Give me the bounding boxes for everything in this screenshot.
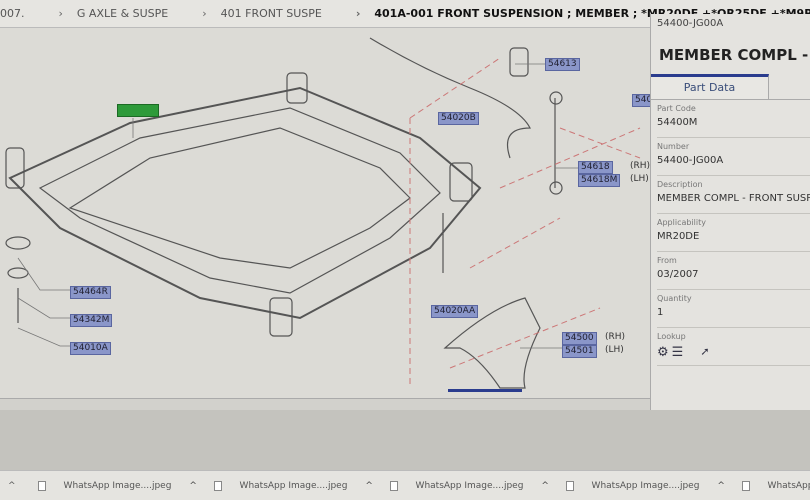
chevron-up-icon[interactable]: ^ (717, 480, 725, 491)
file-icon (565, 480, 574, 491)
part-label[interactable]: 54501 (562, 345, 597, 358)
part-number-header: 54400-JG00A (657, 18, 724, 29)
part-label[interactable]: 540 (632, 94, 650, 107)
parts-diagram[interactable]: 54400M 54464R 54342M 54010A 54020B 54613… (0, 28, 650, 400)
side-rh: (RH) (630, 161, 650, 171)
part-label-selected[interactable]: 54400M (117, 104, 160, 117)
add-note-icon[interactable]: ☰ (671, 345, 684, 360)
chevron-right-icon: › (355, 7, 361, 20)
scrollbar-thumb[interactable] (448, 389, 522, 392)
chevron-up-icon[interactable]: ^ (541, 480, 549, 491)
breadcrumb-item[interactable]: 007. (0, 7, 25, 20)
download-item[interactable]: WhatsApp Image....jpeg^ (32, 480, 208, 491)
chevron-up-icon[interactable]: ^ (365, 480, 373, 491)
download-item[interactable]: WhatsApp Image....jpeg (736, 480, 810, 491)
breadcrumb-item[interactable]: ›401 FRONT SUSPE (202, 7, 322, 20)
wrench-search-icon[interactable]: ⚙ (657, 345, 669, 360)
download-item[interactable]: WhatsApp Image....jpeg^ (208, 480, 384, 491)
side-lh: (LH) (605, 345, 624, 355)
side-lh: (LH) (630, 174, 649, 184)
part-detail-panel: 54400-JG00A MEMBER COMPL - FRONT SUSPENS… (650, 14, 810, 410)
empty-area (0, 410, 810, 470)
part-label[interactable]: 54500 (562, 332, 597, 345)
side-rh: (RH) (605, 332, 626, 342)
file-icon (213, 480, 222, 491)
part-label[interactable]: 54618M (578, 174, 621, 187)
file-icon (37, 480, 46, 491)
chevron-up-icon[interactable]: ^ (8, 480, 16, 491)
file-icon (741, 480, 750, 491)
tab-part-data[interactable]: Part Data (651, 74, 769, 99)
suspension-drawing (5, 37, 641, 389)
mouse-cursor-icon: ➚ (700, 345, 710, 358)
part-label[interactable]: 54020AA (431, 305, 479, 318)
downloads-bar: ^ WhatsApp Image....jpeg^ WhatsApp Image… (0, 470, 810, 500)
horizontal-scrollbar[interactable] (0, 398, 650, 410)
chevron-right-icon: › (58, 7, 63, 20)
part-label[interactable]: 54342M (70, 314, 113, 327)
download-item[interactable]: WhatsApp Image....jpeg^ (384, 480, 560, 491)
part-label[interactable]: 54464R (70, 286, 111, 299)
part-label[interactable]: 54618 (578, 161, 613, 174)
part-label[interactable]: 54020B (438, 112, 479, 125)
part-title: MEMBER COMPL - FRONT SUSPENSION (659, 46, 810, 64)
chevron-right-icon: › (202, 7, 207, 20)
breadcrumb-item[interactable]: ›G AXLE & SUSPE (58, 7, 169, 20)
file-icon (389, 480, 398, 491)
chevron-up-icon[interactable]: ^ (189, 480, 197, 491)
part-label[interactable]: 54010A (70, 342, 111, 355)
download-item[interactable]: WhatsApp Image....jpeg^ (560, 480, 736, 491)
field-lookup: Lookup ⚙☰➚ (657, 328, 810, 366)
part-label[interactable]: 54613 (545, 58, 580, 71)
